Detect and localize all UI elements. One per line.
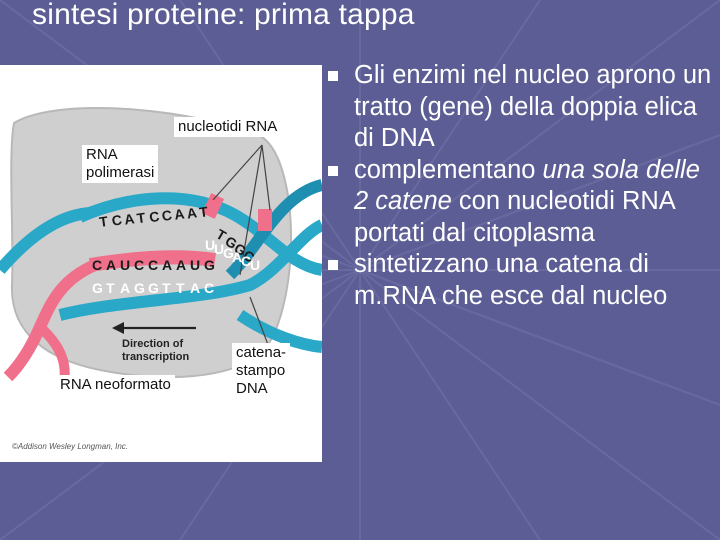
- bullet-item-1: Gli enzimi nel nucleo aprono un tratto (…: [328, 60, 720, 155]
- bullet-text: sintetizzano una catena di m.RNA che esc…: [354, 250, 668, 310]
- dna-base-letter: T: [198, 203, 209, 220]
- direction-label-1: Direction of: [122, 338, 183, 350]
- dna-base-letter: C: [111, 212, 123, 229]
- dna-strand-bottom: [58, 219, 322, 321]
- rna-base-letter: U: [190, 257, 200, 273]
- rna-base-letter: A: [162, 257, 172, 273]
- template-base-letter: A: [190, 280, 200, 296]
- bullet-text-italic: una sola delle 2 catene: [354, 155, 700, 216]
- rna-base-letter: C: [92, 257, 102, 273]
- template-base-letter: C: [204, 280, 214, 296]
- figure-credit: ©Addison Wesley Longman, Inc.: [12, 442, 129, 451]
- template-pointer: [249, 296, 271, 351]
- bullet-item-2: complementano una sola delle 2 catene co…: [328, 155, 720, 250]
- rna-strand: [88, 250, 216, 272]
- dna-base-letter: C: [161, 207, 173, 224]
- dna-base-letter: C: [148, 208, 160, 225]
- slide-title: sintesi proteine: prima tappa: [32, 0, 415, 31]
- dna-base-letter: T: [98, 213, 109, 230]
- label-nucleotides: nucleotidi RNA: [174, 117, 282, 137]
- bullet-list: Gli enzimi nel nucleo aprono un tratto (…: [328, 60, 720, 312]
- label-new-rna: RNA neoformato: [56, 375, 175, 395]
- free-nucleotide-letter: U: [214, 241, 224, 257]
- rna-base-letter: C: [148, 257, 158, 273]
- template-base-letter: G: [148, 280, 159, 296]
- rna-base-letter: U: [120, 257, 130, 273]
- bullet-square-icon: [328, 71, 338, 81]
- free-nucleotide-letter: C: [241, 253, 251, 269]
- dna-strand-top: [77, 192, 322, 276]
- bullet-item-3: sintetizzano una catena di m.RNA che esc…: [328, 249, 720, 312]
- template-base-letter: G: [134, 280, 145, 296]
- template-base-letter: A: [120, 280, 130, 296]
- rna-base-letter: C: [134, 257, 144, 273]
- template-base-letter: T: [176, 280, 185, 296]
- bullet-square-icon: [328, 260, 338, 270]
- free-nucleotide-1: [258, 209, 272, 231]
- template-base-letter: T: [106, 280, 115, 296]
- bullet-square-icon: [328, 165, 338, 176]
- free-nucleotide-letter: A: [232, 249, 242, 265]
- template-base-letter: G: [92, 280, 103, 296]
- rna-tail: [3, 259, 98, 382]
- rna-base-letter: A: [176, 257, 186, 273]
- template-base-letter: T: [162, 280, 171, 296]
- dna-strand-lower-right: [236, 309, 322, 353]
- free-nucleotide-letter: U: [205, 237, 215, 253]
- free-nucleotide-2: [202, 193, 224, 219]
- bullet-text-post: con nucleotidi RNA portati dal citoplasm…: [354, 187, 675, 247]
- dna-base-letter: A: [173, 206, 185, 223]
- dna-base-letter: A: [123, 210, 135, 227]
- dna-base-letter: T: [136, 209, 147, 226]
- rna-base-letter: G: [204, 257, 215, 273]
- direction-arrowhead: [112, 322, 124, 334]
- dna-base-letter: A: [186, 204, 198, 221]
- bullet-text-pre: complementano: [354, 155, 543, 184]
- free-nucleotide-letter: G: [223, 245, 234, 261]
- free-nucleotide-letter: U: [250, 257, 260, 273]
- nucleotides-pointer: [212, 144, 271, 276]
- direction-label-2: transcription: [122, 351, 190, 363]
- bullet-text: Gli enzimi nel nucleo aprono un tratto (…: [354, 61, 712, 152]
- rna-base-letter: A: [106, 257, 116, 273]
